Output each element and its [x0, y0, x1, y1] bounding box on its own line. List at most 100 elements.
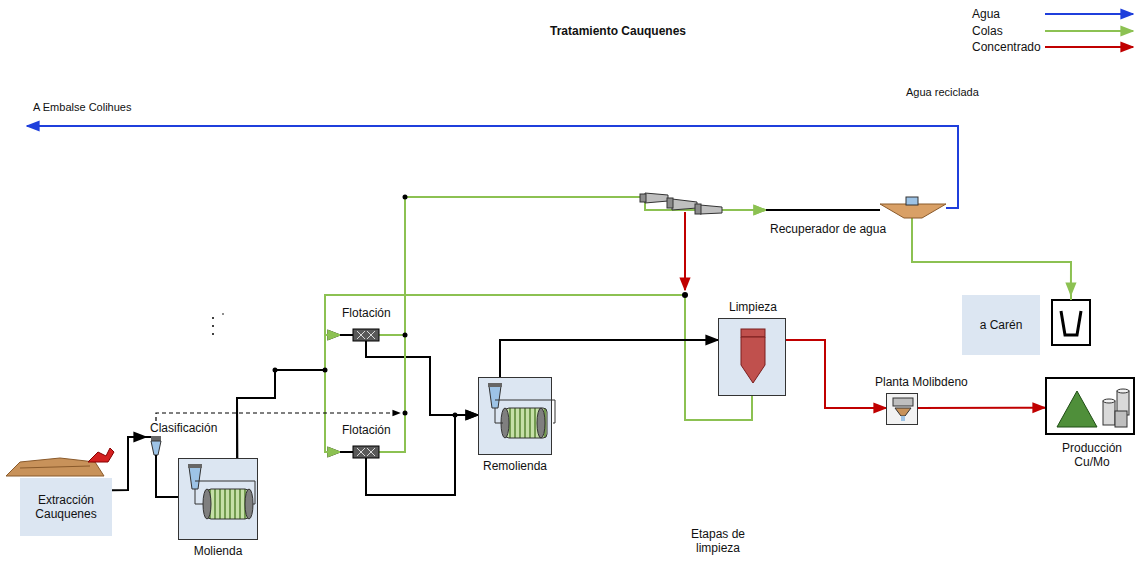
node-label: Flotación [342, 423, 391, 437]
recycled-water-line [27, 126, 958, 208]
node-icon [1103, 401, 1115, 425]
recycled-water-line [27, 126, 958, 208]
cyclone-cluster [672, 199, 697, 210]
node-icon [195, 489, 203, 504]
node-icon [906, 197, 918, 205]
legend-lines [1045, 30, 1133, 32]
node-icon [353, 329, 379, 341]
node-icon [488, 383, 502, 387]
flow-connector [156, 461, 178, 497]
junction-dots [403, 411, 408, 416]
annotation-label: A Embalse Colihues [33, 101, 131, 114]
node-icon [1103, 399, 1115, 403]
ellipsis-dots [212, 317, 214, 319]
node-icon [766, 209, 880, 211]
ellipsis-dots [212, 313, 224, 335]
flow-connector [500, 340, 718, 377]
flow-connector [398, 197, 766, 335]
flow-connector [398, 197, 766, 452]
node-icon [1047, 379, 1137, 437]
node-icon [353, 446, 379, 458]
cyclone-cluster [640, 193, 722, 214]
annotation-label: Agua reciclada [906, 86, 979, 99]
node-icon [1052, 300, 1090, 345]
node-icon [179, 459, 259, 541]
node-icon [1115, 411, 1127, 427]
node-label: Producción Cu/Mo [1054, 441, 1130, 470]
node-icon [365, 458, 367, 465]
node-icon [379, 334, 398, 336]
flow-connector [237, 335, 340, 458]
node-icon [151, 436, 161, 441]
classifier-bypass-line [156, 413, 400, 421]
node-icon [195, 481, 255, 504]
ellipsis-dots [212, 333, 214, 335]
node-icon [151, 441, 161, 455]
node-icon [911, 218, 913, 240]
node-icon [887, 394, 919, 426]
node-icon [203, 489, 211, 519]
node-label: Clasificación [150, 421, 217, 435]
ellipsis-dots [212, 325, 214, 327]
junction-dots [403, 333, 408, 338]
node-icon [495, 408, 503, 423]
node-icon [188, 464, 202, 468]
node-icon [1117, 389, 1129, 393]
node-label: Planta Molibdeno [875, 375, 968, 389]
legend-lines [1045, 13, 1133, 15]
flow-connector [237, 370, 340, 458]
flow-connector [325, 295, 752, 452]
ellipsis-dots [222, 313, 224, 315]
node-label: a Carén [976, 316, 1027, 334]
node-icon [880, 204, 946, 218]
node-icon [479, 378, 553, 456]
node-label: Molienda [194, 544, 243, 558]
cyclone-overflow-line [685, 212, 686, 290]
legend-lines [1045, 14, 1133, 47]
destination-panel: a Carén [962, 295, 1040, 355]
open-pit-mine [6, 458, 104, 476]
node-icon [245, 489, 253, 519]
annotation-label: Etapas de limpieza [676, 527, 760, 556]
regrinding-mill-box: Remolienda [478, 377, 552, 455]
cyclone-overflow-line [684, 212, 686, 290]
node-icon [537, 408, 545, 438]
open-pit-mine [6, 448, 114, 476]
mine-extraction-box: Extracción Cauquenes [20, 478, 112, 536]
node-icon [1061, 311, 1081, 335]
node-label: Limpieza [729, 300, 777, 314]
junction-dots [273, 368, 278, 373]
cyclone-cluster [640, 194, 646, 202]
legend-text: Colas [972, 24, 1003, 38]
node-icon [379, 451, 398, 453]
node-icon [741, 329, 765, 337]
open-pit-mine [20, 466, 90, 468]
flow-connector [366, 348, 478, 415]
node-icon [155, 455, 157, 461]
node-icon [1070, 295, 1072, 300]
cyclone-cluster [667, 198, 673, 208]
node-icon [207, 489, 249, 519]
tailings-dam-box: a Carén [962, 295, 1092, 355]
node-icon [505, 408, 547, 438]
node-icon [357, 448, 375, 456]
flow-connector [112, 437, 146, 490]
cleaning-column-box: Limpieza [718, 318, 786, 396]
legend-text: Agua [972, 7, 1000, 21]
cyclone-cluster [695, 204, 701, 214]
node-icon [1057, 391, 1097, 427]
node-label: Remolienda [483, 459, 547, 473]
node-icon [357, 331, 375, 339]
node-icon [340, 451, 353, 453]
node-icon [719, 319, 787, 397]
node-icon [340, 334, 353, 336]
junction-dots [453, 413, 458, 418]
node-label: Flotación [342, 306, 391, 320]
production-box: Producción Cu/Mo [1045, 377, 1135, 435]
junction-dots [682, 292, 688, 298]
legend-lines [1045, 46, 1133, 48]
diagram-title: Tratamiento Cauquenes [550, 24, 686, 38]
flotation-cell: Flotación [340, 306, 398, 348]
